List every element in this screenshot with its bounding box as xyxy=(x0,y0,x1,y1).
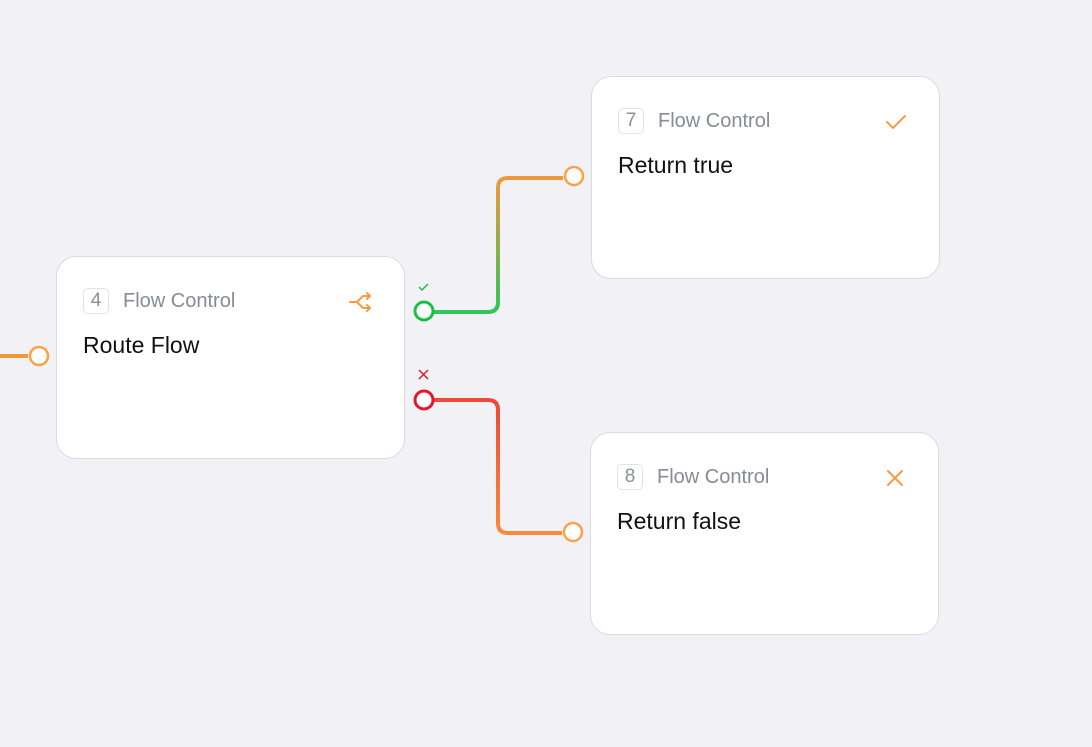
false-output-port[interactable] xyxy=(413,389,435,411)
node-category: Flow Control xyxy=(658,109,771,132)
false-port-x-icon xyxy=(418,369,429,380)
true-output-port[interactable] xyxy=(413,300,435,322)
node-route-flow[interactable]: 4 Flow Control Route Flow xyxy=(56,256,405,459)
route-split-icon xyxy=(349,292,371,312)
true-port-check-icon xyxy=(418,283,429,292)
node-return-true[interactable]: 7 Flow Control Return true xyxy=(591,76,940,279)
node-title: Return false xyxy=(617,508,742,534)
node4-input-port[interactable] xyxy=(28,345,50,367)
node-id-badge: 8 xyxy=(617,464,643,490)
check-icon xyxy=(886,115,906,130)
node-title: Return true xyxy=(618,152,734,178)
node-category: Flow Control xyxy=(123,289,236,312)
node-id-badge: 4 xyxy=(83,288,109,314)
node8-input-port[interactable] xyxy=(562,521,584,543)
node-return-false[interactable]: 8 Flow Control Return false xyxy=(590,432,939,635)
node-id-badge: 7 xyxy=(618,108,644,134)
x-icon xyxy=(887,470,903,486)
node-title: Route Flow xyxy=(83,332,200,358)
node-category: Flow Control xyxy=(657,465,770,488)
node7-input-port[interactable] xyxy=(563,165,585,187)
edge-false-to-8[interactable] xyxy=(434,398,562,535)
edge-true-to-7[interactable] xyxy=(434,176,563,314)
